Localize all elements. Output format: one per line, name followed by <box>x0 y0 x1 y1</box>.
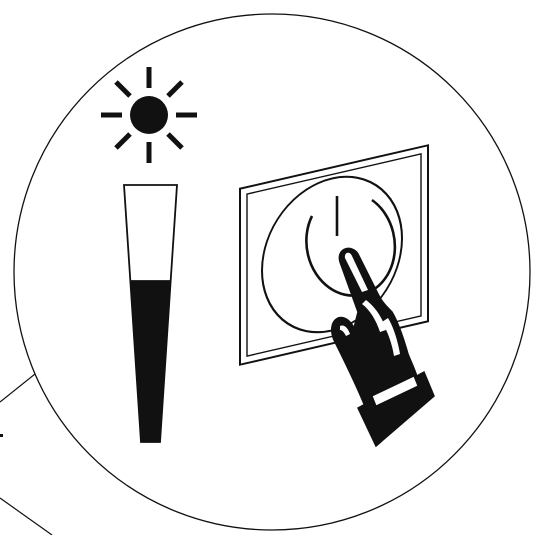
leader-dot <box>0 434 3 437</box>
leader-lines <box>0 370 52 535</box>
leader-line-lower <box>0 498 52 535</box>
leader-line-upper <box>0 370 40 402</box>
